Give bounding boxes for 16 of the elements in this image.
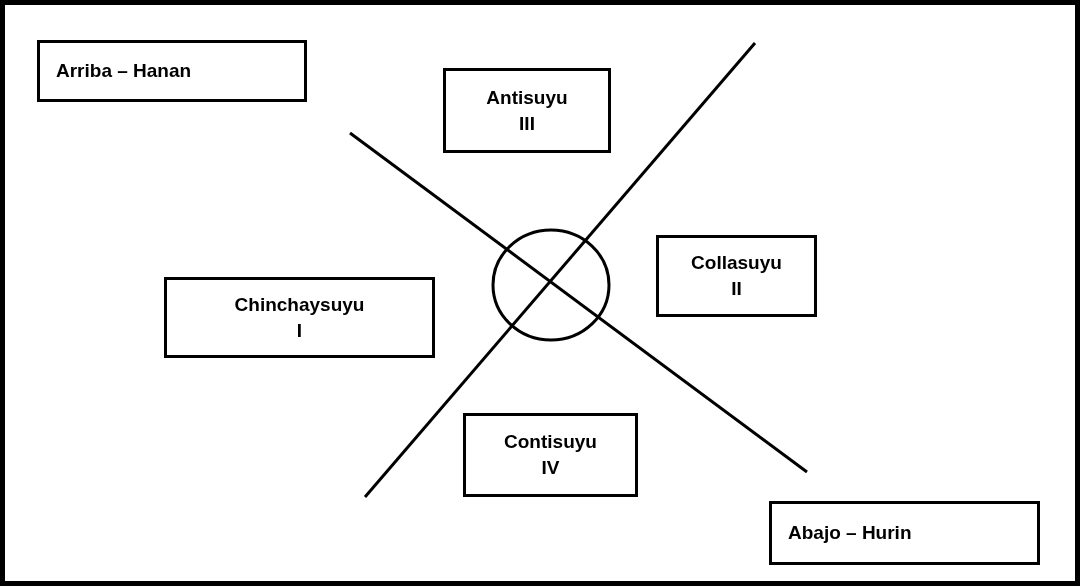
- box-text: Collasuyu: [691, 251, 782, 275]
- label-box: [769, 501, 1040, 565]
- label-box: [443, 68, 611, 153]
- box-text: Contisuyu: [504, 430, 597, 454]
- box-text: IV: [541, 456, 560, 480]
- label-box: [656, 235, 817, 317]
- box-text: III: [519, 111, 535, 136]
- box-text: Antisuyu: [486, 85, 568, 110]
- box-text: I: [296, 318, 303, 343]
- box-text: Abajo – Hurin: [788, 521, 912, 545]
- label-box: [164, 277, 435, 358]
- label-box: [37, 40, 307, 102]
- box-text: II: [731, 277, 742, 301]
- box-text: Arriba – Hanan: [56, 59, 192, 83]
- box-text: Chinchaysuyu: [234, 292, 365, 317]
- label-box: [463, 413, 638, 497]
